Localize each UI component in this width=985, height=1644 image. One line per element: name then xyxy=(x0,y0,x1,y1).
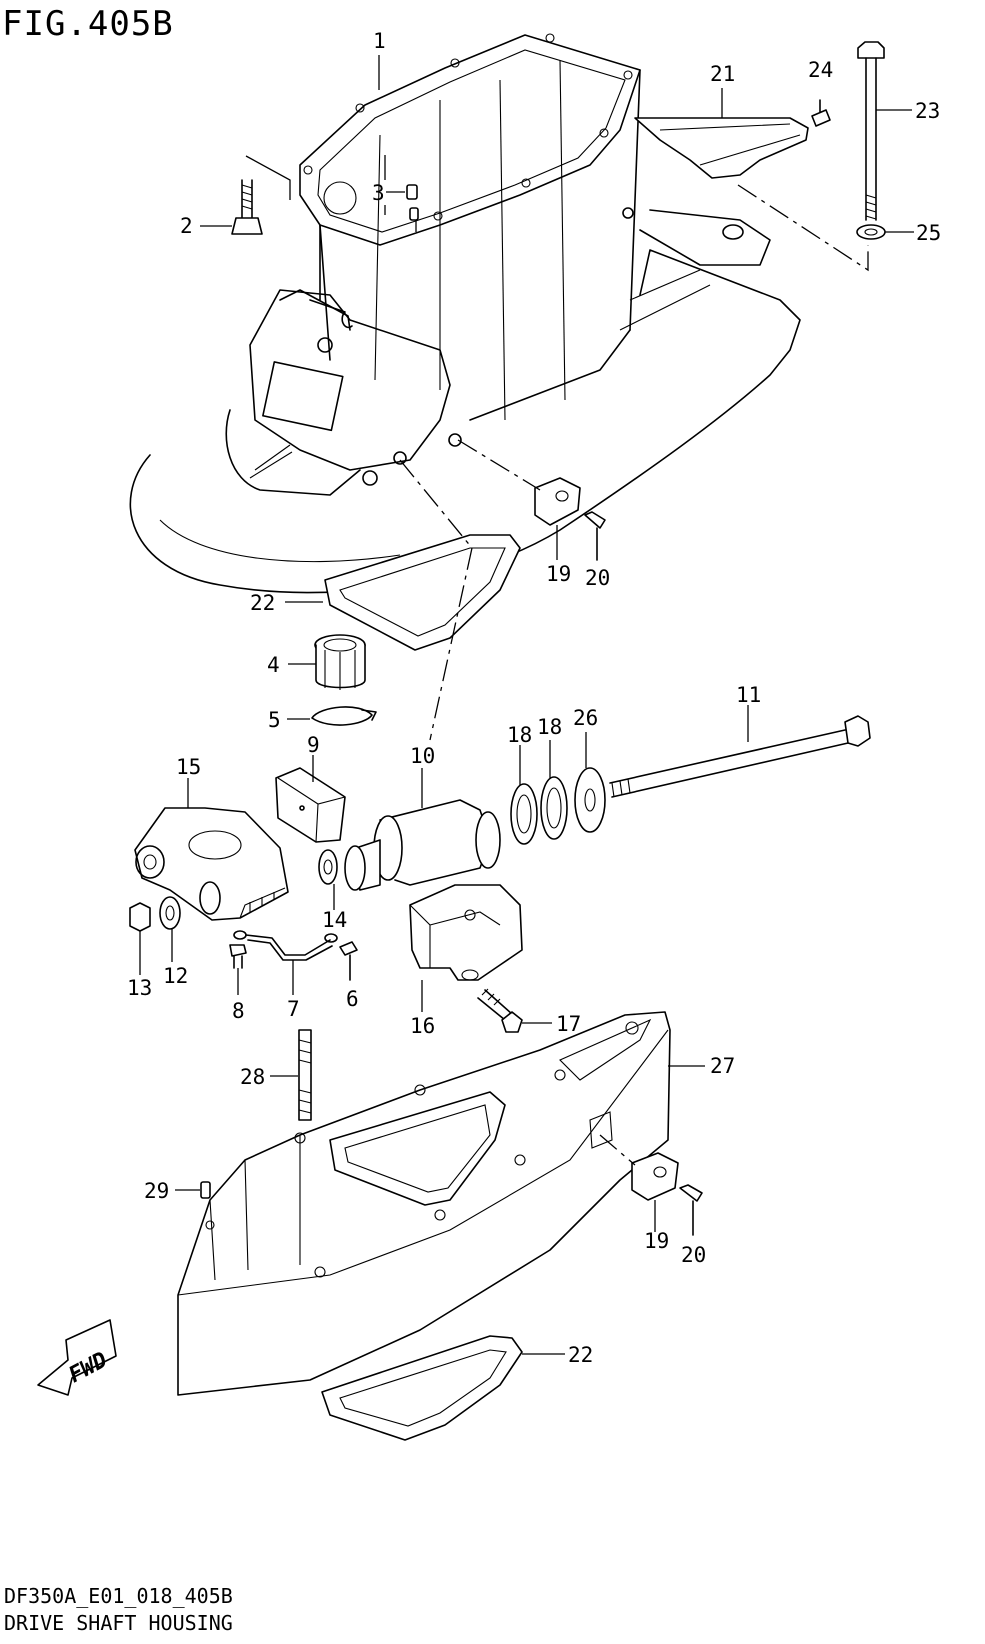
washer-25 xyxy=(856,224,914,240)
through-bolt-11 xyxy=(609,705,871,798)
ring-18-a xyxy=(510,745,538,845)
callout-8: 8 xyxy=(232,999,245,1023)
mount-block-19-upper xyxy=(534,477,581,560)
screw-6 xyxy=(339,941,358,981)
callout-29: 29 xyxy=(144,1179,169,1203)
fwd-arrow-icon: FWD xyxy=(37,1319,117,1396)
pad-9 xyxy=(275,755,346,843)
callout-6: 6 xyxy=(346,987,359,1011)
callout-12: 12 xyxy=(163,964,188,988)
bolt-2 xyxy=(200,155,291,235)
callout-22b: 22 xyxy=(568,1343,593,1367)
callout-13: 13 xyxy=(127,976,152,1000)
callout-19b: 19 xyxy=(644,1229,669,1253)
callout-26: 26 xyxy=(573,706,598,730)
callout-7: 7 xyxy=(287,997,300,1021)
section-name: DRIVE SHAFT HOUSING xyxy=(4,1611,233,1635)
callout-2: 2 xyxy=(180,214,193,238)
callout-14: 14 xyxy=(322,908,347,932)
callout-20a: 20 xyxy=(585,566,610,590)
seal-22-upper xyxy=(285,534,521,651)
callout-17: 17 xyxy=(556,1012,581,1036)
callout-10: 10 xyxy=(410,744,435,768)
seal-22-lower xyxy=(321,1335,565,1441)
callout-9: 9 xyxy=(307,733,320,757)
mount-housing-15 xyxy=(134,778,289,921)
figure-title: FIG.405B xyxy=(2,4,174,44)
pin-29 xyxy=(175,1181,211,1199)
bolt-17 xyxy=(477,988,552,1033)
callout-5: 5 xyxy=(268,708,281,732)
lower-housing-27 xyxy=(177,1011,705,1396)
callout-15: 15 xyxy=(176,755,201,779)
callout-25: 25 xyxy=(916,221,941,245)
dowel-pin-3 xyxy=(384,155,419,232)
ground-wire-7 xyxy=(233,930,338,995)
nut-13 xyxy=(129,902,151,975)
callout-19a: 19 xyxy=(546,562,571,586)
callout-23: 23 xyxy=(915,99,940,123)
callout-21: 21 xyxy=(710,62,735,86)
callout-24: 24 xyxy=(808,58,833,82)
cover-21 xyxy=(634,117,809,179)
callout-27: 27 xyxy=(710,1054,735,1078)
rubber-mount-10 xyxy=(344,768,501,891)
bolt-20-lower xyxy=(679,1184,703,1236)
clamp-16 xyxy=(409,884,523,1012)
screw-24 xyxy=(811,99,831,127)
bolt-8 xyxy=(229,944,247,995)
ring-18-b xyxy=(540,740,568,840)
washer-14 xyxy=(318,849,338,910)
callout-18b: 18 xyxy=(537,715,562,739)
callout-11: 11 xyxy=(736,683,761,707)
mount-block-19-lower xyxy=(631,1152,679,1232)
washer-26 xyxy=(574,732,606,833)
callout-4: 4 xyxy=(267,653,280,677)
long-bolt-23 xyxy=(857,41,912,221)
callout-1: 1 xyxy=(373,29,386,53)
callout-16: 16 xyxy=(410,1014,435,1038)
callout-28: 28 xyxy=(240,1065,265,1089)
callout-18a: 18 xyxy=(507,723,532,747)
callout-22a: 22 xyxy=(250,591,275,615)
bolt-20-upper xyxy=(584,511,606,561)
washer-12 xyxy=(159,896,181,962)
upper-housing xyxy=(129,33,801,594)
callout-20b: 20 xyxy=(681,1243,706,1267)
callout-3: 3 xyxy=(372,181,385,205)
bushing-4 xyxy=(288,634,366,690)
clip-5 xyxy=(287,706,377,726)
stud-28 xyxy=(270,1029,312,1121)
drawing-code: DF350A_E01_018_405B xyxy=(4,1584,233,1608)
